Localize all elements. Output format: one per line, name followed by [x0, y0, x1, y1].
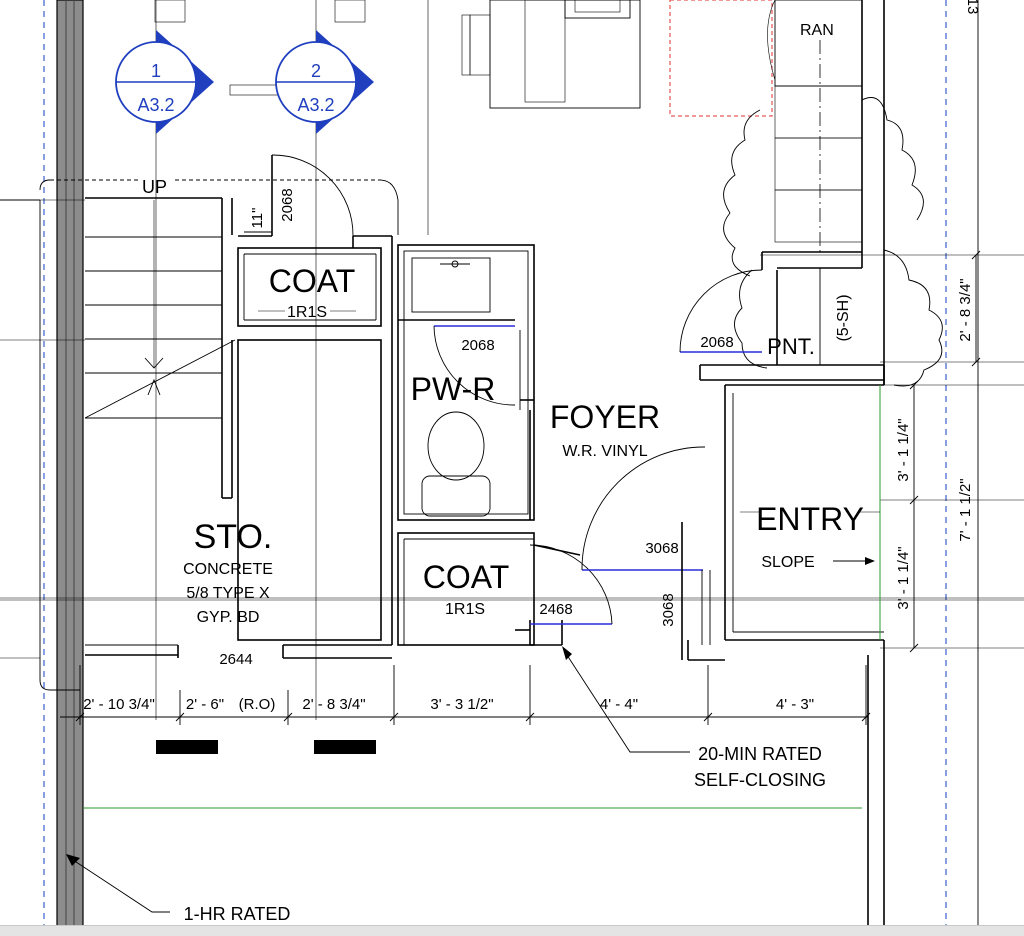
foyer-door [581, 446, 725, 661]
sto-note-1: CONCRETE [183, 561, 273, 578]
door-tag-pw-r: 2068 [461, 337, 494, 354]
stair: UP [0, 177, 399, 691]
stair-up-label: UP [142, 177, 167, 197]
range-label: RAN [800, 22, 834, 39]
section-marker-2[interactable]: 2 A3.2 [275, 30, 374, 134]
entry-room[interactable]: ENTRY SLOPE [740, 501, 880, 571]
powder-room[interactable]: PW-R [411, 371, 496, 407]
door-tag-coat-upper: 2068 [279, 188, 296, 221]
pw-r-name: PW-R [411, 371, 496, 407]
entry-walls [724, 384, 884, 641]
coat-lower-code: 1R1S [445, 601, 485, 618]
left-rated-wall [43, 0, 84, 931]
kitchen-fixtures: RAN [154, 0, 943, 387]
status-bar [0, 925, 1024, 936]
foyer-name: FOYER [550, 399, 660, 435]
door-tag-pantry: 2068 [700, 334, 733, 351]
pantry-name: PNT. [767, 334, 815, 359]
door-tag-entry-side: 3068 [660, 593, 677, 626]
foyer-finish: W.R. VINYL [562, 443, 647, 460]
right-walls [861, 0, 979, 925]
dimension-strip [60, 665, 871, 725]
dim-top-cut: 13 [964, 0, 981, 14]
pantry-room[interactable]: PNT. (5-SH) [767, 294, 852, 359]
note-wall-rated: 1-HR RATED [184, 904, 291, 924]
lower-area [66, 646, 862, 913]
coat-lower-walls [397, 532, 613, 646]
entry-name: ENTRY [756, 501, 864, 537]
dim-seg-2-note: (R.O) [239, 696, 276, 713]
dim-coat-offset: 11" [249, 208, 266, 229]
note-door-rated-1: 20-MIN RATED [698, 744, 822, 764]
section-marker-1[interactable]: 1 A3.2 [115, 30, 214, 134]
section-sheet-1: A3.2 [137, 95, 174, 115]
coat-lower-room[interactable]: COAT 1R1S [423, 559, 510, 618]
door-tag-sto: 2644 [219, 651, 252, 668]
dim-seg-4: 3' - 3 1/2" [430, 696, 493, 713]
sto-and-coat-walls [85, 154, 393, 659]
dim-seg-2: 2' - 6" [186, 696, 224, 713]
door-tag-foyer-main: 3068 [645, 540, 678, 557]
sto-note-3: GYP. BD [197, 609, 260, 626]
section-number-1: 1 [151, 61, 161, 81]
section-number-2: 2 [311, 61, 321, 81]
dim-entry-bottom: 3' - 1 1/4" [895, 546, 912, 609]
dim-seg-1: 2' - 10 3/4" [83, 696, 155, 713]
sto-note-2: 5/8 TYPE X [186, 585, 270, 602]
coat-upper-name: COAT [269, 263, 356, 299]
dim-right-upper: 2' - 8 3/4" [957, 278, 974, 341]
note-door-rated-2: SELF-CLOSING [694, 770, 826, 790]
section-sheet-2: A3.2 [297, 95, 334, 115]
dim-entry-top: 3' - 1 1/4" [895, 418, 912, 481]
storage-room[interactable]: STO. CONCRETE 5/8 TYPE X GYP. BD [183, 518, 273, 626]
grid-lines [0, 0, 1024, 720]
dim-seg-6: 4' - 3" [776, 696, 814, 713]
foyer-room[interactable]: FOYER W.R. VINYL [550, 399, 660, 460]
entry-slope: SLOPE [761, 554, 814, 571]
coat-lower-name: COAT [423, 559, 510, 595]
dim-seg-3: 2' - 8 3/4" [302, 696, 365, 713]
coat-upper-room[interactable]: COAT 1R1S [258, 263, 356, 321]
coat-upper-code: 1R1S [287, 304, 327, 321]
door-tag-coat-lower: 2468 [539, 601, 572, 618]
dim-entry-total: 7' - 1 1/2" [957, 478, 974, 541]
pantry-walls [679, 251, 885, 385]
pantry-shelf: (5-SH) [835, 294, 852, 341]
dim-seg-5: 4' - 4" [600, 696, 638, 713]
right-dimensions [909, 250, 981, 653]
powder-room-walls [397, 244, 535, 521]
sto-name: STO. [194, 518, 273, 556]
